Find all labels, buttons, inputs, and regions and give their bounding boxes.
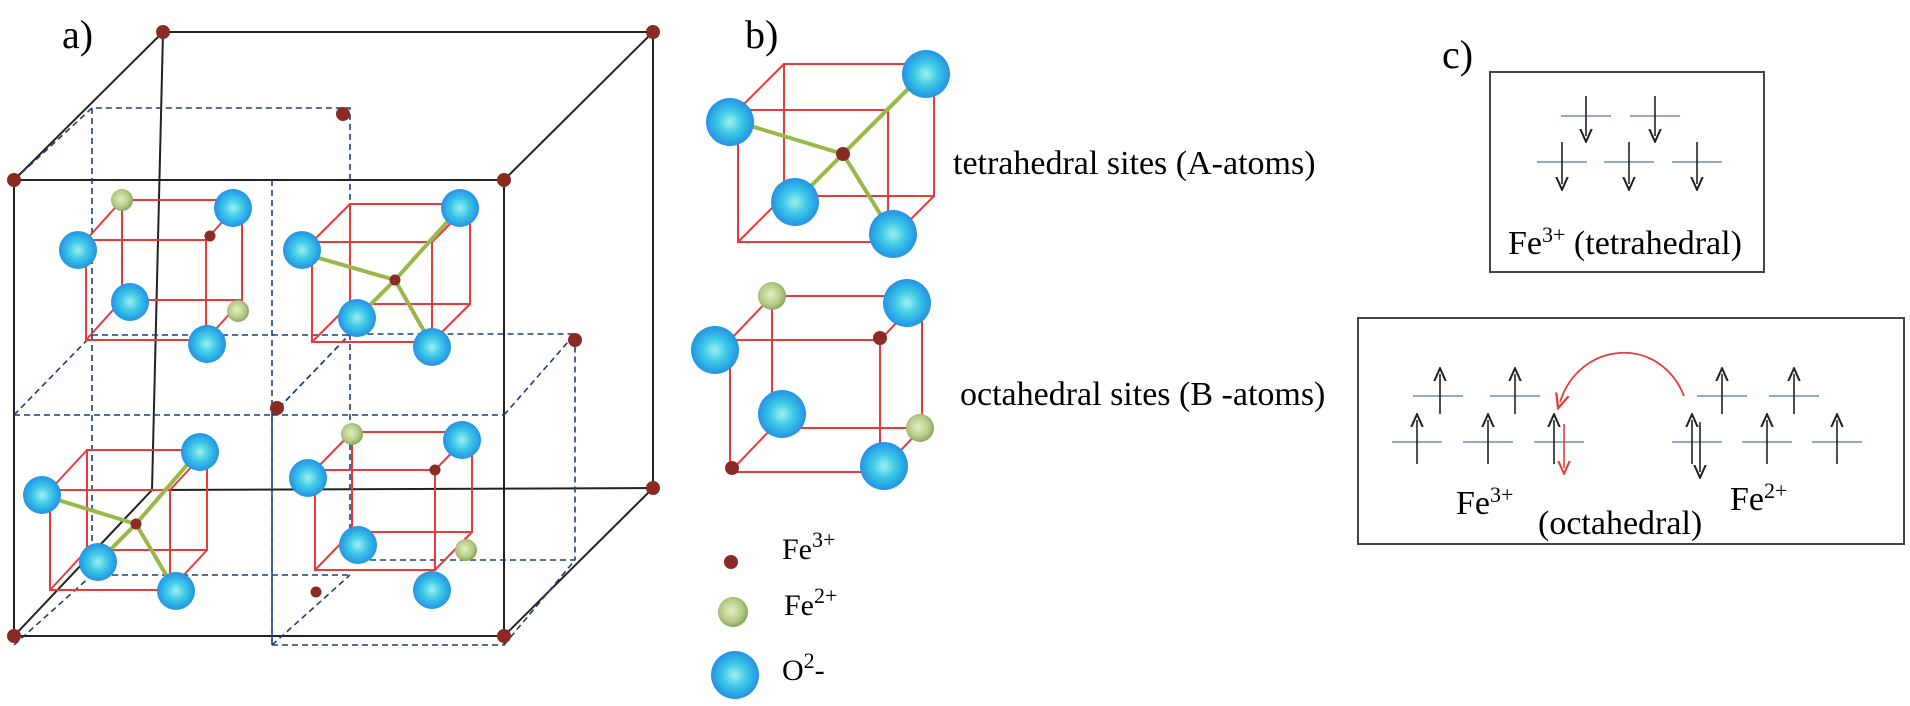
oxygen-ion xyxy=(691,326,739,374)
octahedral-fe2-label: Fe2+ xyxy=(1730,478,1787,518)
tetrahedral-cube xyxy=(706,50,950,258)
tetrahedral-caption: Fe3+ (tetrahedral) xyxy=(1508,222,1742,262)
oxygen-ion xyxy=(902,50,950,98)
oxygen-ion xyxy=(23,476,61,514)
oxygen-ion xyxy=(283,231,321,269)
electron-hop-arc xyxy=(1560,351,1685,402)
octahedral-sites-label: octahedral sites (B -atoms) xyxy=(960,376,1325,413)
legend: Fe3+ Fe2+ O2- xyxy=(711,527,837,699)
oxygen-ion xyxy=(869,210,917,258)
legend-fe3-label: Fe3+ xyxy=(782,527,835,566)
fe3-ion xyxy=(836,147,850,161)
oxygen-ion xyxy=(771,178,819,226)
subcube-top-right xyxy=(283,189,479,366)
oxygen-ion xyxy=(413,571,451,609)
fe3-ion xyxy=(389,274,401,286)
subcube-bottom-right xyxy=(289,421,481,609)
oxygen-ion xyxy=(338,299,376,337)
oxygen-ion xyxy=(59,231,97,269)
fe3-ion xyxy=(725,461,739,475)
oxygen-ion xyxy=(443,421,481,459)
fe3-ion xyxy=(429,464,441,476)
fe3-ion xyxy=(204,230,216,242)
oxygen-ion xyxy=(883,279,931,327)
oxygen-ion xyxy=(79,543,117,581)
fe3-ion xyxy=(130,518,142,530)
oxygen-ion xyxy=(758,390,806,438)
unit-cell-frame xyxy=(13,31,654,637)
oxygen-ion xyxy=(339,526,377,564)
fe3-ion xyxy=(310,586,322,598)
fe2-ion xyxy=(111,189,133,211)
oxygen-ion xyxy=(289,459,327,497)
octahedral-fe3-label: Fe3+ xyxy=(1456,482,1513,522)
fe2-ion xyxy=(341,423,363,445)
panel-c-label: c) xyxy=(1442,32,1473,77)
oxygen-ion xyxy=(706,98,754,146)
panel-b-label: b) xyxy=(745,12,778,57)
unit-cell-corner-ions xyxy=(7,25,660,643)
oxygen-ion xyxy=(157,572,195,610)
legend-fe2-label: Fe2+ xyxy=(784,583,837,622)
legend-o2-marker xyxy=(711,651,759,699)
fe2-ion xyxy=(455,539,477,561)
legend-fe2-marker xyxy=(718,597,748,627)
subcube-bottom-left xyxy=(23,433,219,610)
fe2-ion xyxy=(227,300,249,322)
panel-b: b) tetrahedral sites (A-ato xyxy=(691,12,1325,699)
oxygen-ion xyxy=(188,325,226,363)
oxygen-ion xyxy=(441,189,479,227)
panel-a: a) xyxy=(7,12,660,646)
oxygen-ion xyxy=(214,189,252,227)
subcube-top-left xyxy=(59,189,252,363)
octant-dashed-boxes xyxy=(13,107,576,646)
tetrahedral-energy-box xyxy=(1489,71,1765,273)
octahedral-cube xyxy=(691,279,934,490)
panel-c: c) Fe3+ (tetrahedral) xyxy=(1357,32,1905,545)
legend-o2-label: O2- xyxy=(782,648,825,687)
tetrahedral-sites-label: tetrahedral sites (A-atoms) xyxy=(953,145,1316,182)
oxygen-ion xyxy=(181,433,219,471)
panel-a-label: a) xyxy=(62,12,93,57)
octahedral-levels xyxy=(1392,351,1862,472)
legend-fe3-marker xyxy=(724,555,738,569)
oxygen-ion xyxy=(413,328,451,366)
fe3-ion xyxy=(873,331,887,345)
tetrahedral-levels xyxy=(1537,96,1722,184)
fe2-ion xyxy=(758,282,786,310)
oxygen-ion xyxy=(111,283,149,321)
octahedral-caption: (octahedral) xyxy=(1538,505,1702,542)
oxygen-ion xyxy=(860,442,908,490)
octahedral-energy-box xyxy=(1357,317,1905,545)
fe2-ion xyxy=(906,414,934,442)
